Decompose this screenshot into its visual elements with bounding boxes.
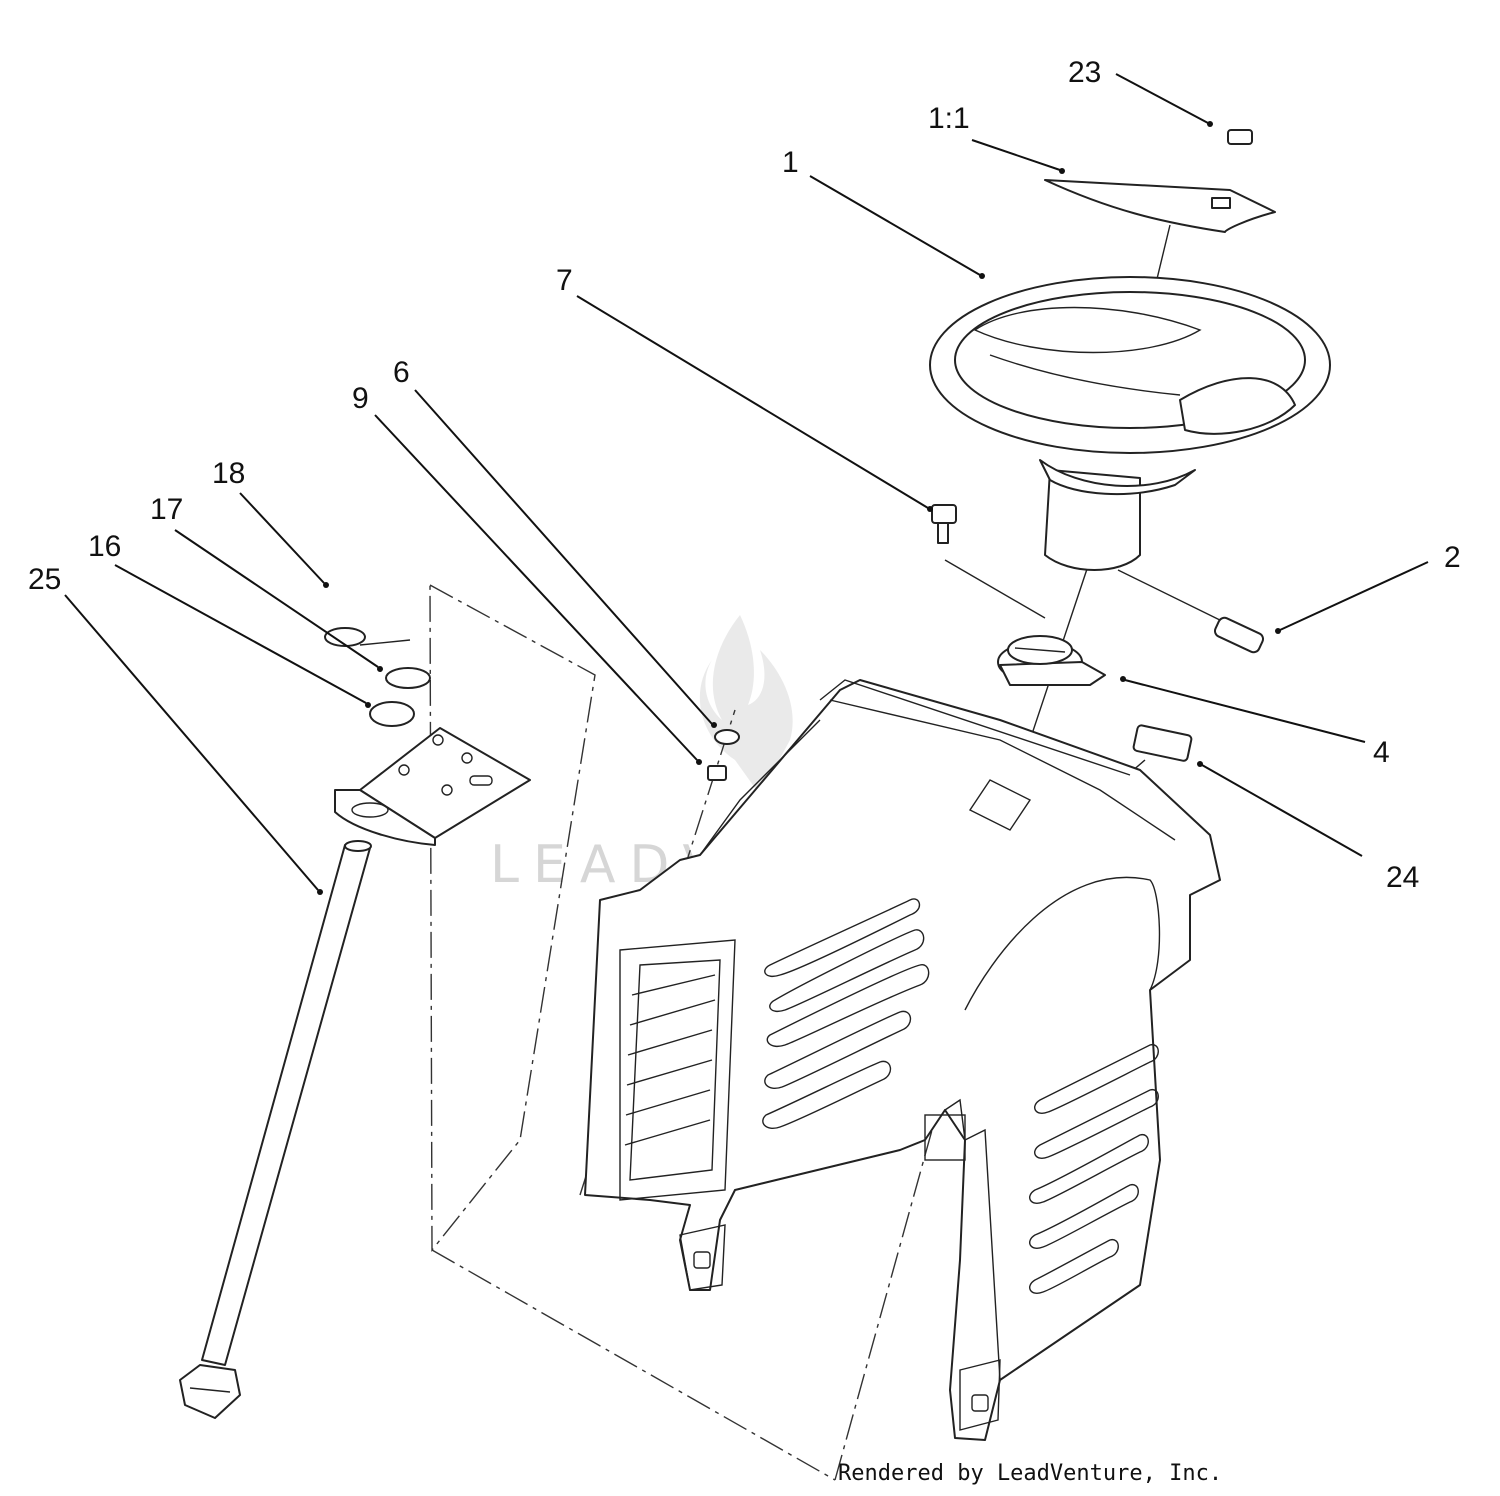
callout-24: 24 (1386, 861, 1419, 894)
steering-wheel (929, 276, 1331, 571)
flange-bushing (369, 701, 415, 727)
callout-1-1: 1:1 (928, 102, 970, 135)
dash-clip (1132, 724, 1193, 762)
callout-25: 25 (28, 563, 61, 596)
callout-16: 16 (88, 530, 121, 563)
leader-lines (64, 73, 1429, 895)
watermark-logo-icon (699, 615, 793, 795)
callout-18: 18 (212, 457, 245, 490)
wheel-cap (1227, 129, 1253, 145)
callout-17: 17 (150, 493, 183, 526)
nut (707, 765, 727, 781)
steering-shaft (179, 840, 372, 1419)
callout-4: 4 (1373, 736, 1390, 769)
render-credit: Rendered by LeadVenture, Inc. (838, 1461, 1222, 1486)
retaining-ring (324, 627, 366, 647)
flat-washer (385, 667, 431, 689)
steering-mount-plate (334, 727, 531, 846)
callout-6: 6 (393, 356, 410, 389)
callout-23: 23 (1068, 56, 1101, 89)
callout-1: 1 (782, 146, 799, 179)
callout-9: 9 (352, 382, 369, 415)
callout-labels: 23 1:1 1 7 6 9 18 17 16 25 2 4 24 (28, 56, 1461, 894)
callout-7: 7 (556, 264, 573, 297)
dash-housing (584, 679, 1221, 1441)
bolt (931, 504, 957, 544)
roll-pin (1213, 616, 1265, 654)
steering-bushing (997, 635, 1106, 686)
steering-wheel-decal (1044, 179, 1276, 233)
decal-tab (1211, 197, 1231, 209)
callout-2: 2 (1444, 541, 1461, 574)
washer (714, 729, 740, 745)
